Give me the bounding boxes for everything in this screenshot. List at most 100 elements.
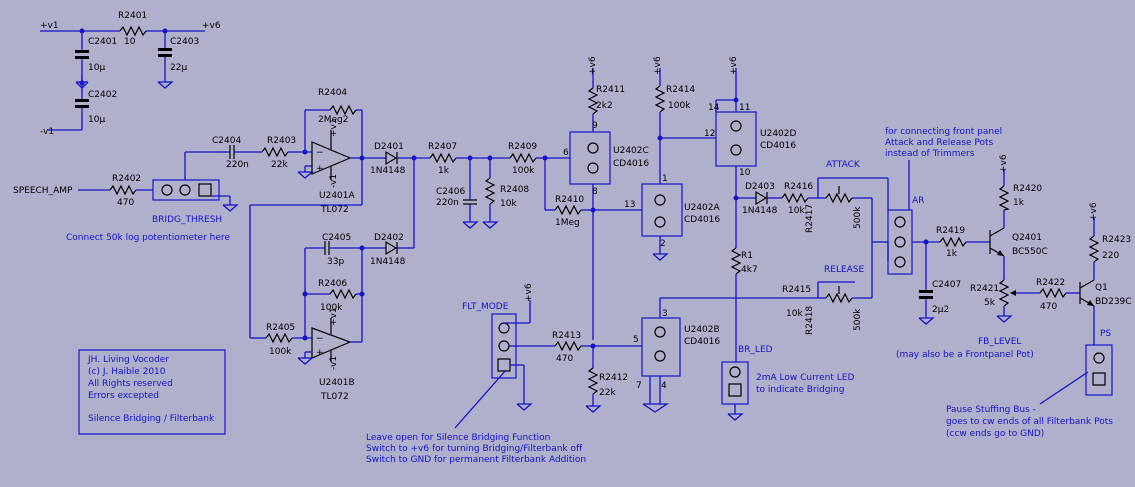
release-label: RELEASE [824,265,865,275]
r2414-label: R2414 [666,85,695,95]
r2403-label: R2403 [267,136,296,146]
r2412-value: 22k [599,388,616,398]
front-panel-note-line1: for connecting front panel [885,127,1002,137]
q1-type: BD239C [1095,297,1132,307]
u2401b-section: − + [249,155,417,365]
u2401a-type: TL072 [320,205,349,215]
c2406-label: C2406 [436,187,465,197]
title-line3: All Rights reserved [88,379,173,389]
d2402-label: D2402 [374,233,404,243]
u2401a-plus-supply: +v1 [329,118,339,137]
flt-note-line3: Switch to GND for permanent Filterbank A… [366,455,586,465]
r2404-value: 2Meg2 [318,115,348,125]
c2402-label: C2402 [88,90,117,100]
pin-2: 2 [660,239,666,249]
u2402a-switch [641,68,716,261]
pin-3: 3 [662,309,668,319]
title-block [78,349,226,435]
u2402a-type: CD4016 [684,215,720,225]
c2401-label: C2401 [88,37,117,47]
c2407-label: C2407 [932,280,961,290]
power-supply [40,25,205,131]
r2417-label: R2417 [805,204,815,233]
svg-text:−: − [316,148,324,158]
c2404-value: 220n [226,160,249,170]
q1-label: Q1 [1095,283,1108,293]
u2402c-label: U2402C [613,146,649,156]
r2416-label: R2416 [784,182,813,192]
r2418-label: R2418 [805,306,815,335]
pin-12: 12 [704,129,715,139]
attack-release-section [817,160,940,325]
c2401-value: 10µ [88,63,105,73]
r2401-value: 10 [124,37,136,47]
svg-text:+: + [316,348,324,358]
c2406-value: 220n [436,198,459,208]
title-line6: Silence Bridging / Filterbank [88,414,215,424]
svg-text:−: − [316,334,324,344]
u2401b-type: TL072 [320,392,349,402]
title-line2: (c) J. Haible 2010 [88,367,166,377]
c2405-label: C2405 [322,233,351,243]
u2401a-label: U2401A [319,191,355,201]
pin-6: 6 [563,148,569,158]
r2407-value: 1k [438,166,450,176]
u2402c-type: CD4016 [613,159,649,169]
r2412-label: R2412 [599,373,628,383]
flt-note-arrow [454,369,507,429]
u2402d-type: CD4016 [760,141,796,151]
envelope-filter [429,152,593,229]
r2407-label: R2407 [428,142,457,152]
pause-note-line3: (ccw ends go to GND) [946,429,1044,439]
r2403-value: 22k [271,160,288,170]
r2411-value: 2k2 [596,101,613,111]
q2401-supply: +v6 [999,154,1009,173]
u2402d-supply: +v6 [729,56,739,75]
c2402-value: 10µ [88,115,105,125]
pause-note-arrow [1039,371,1089,405]
fb-level-label: FB_LEVEL [978,337,1021,347]
u2402d-switch [715,68,818,362]
r2423-label: R2423 [1102,235,1131,245]
pin-5: 5 [633,335,639,345]
u2402c-supply: +v6 [588,56,598,75]
r2422-value: 470 [1040,302,1057,312]
ps-label: PS [1100,329,1111,339]
r2414-supply: +v6 [653,56,663,75]
r2419-label: R2419 [936,226,965,236]
fb-level-note: (may also be a Frontpanel Pot) [896,350,1034,360]
d2401-value: 1N4148 [370,166,406,176]
pin-4: 4 [661,381,667,391]
d2401-diode [359,150,430,166]
input-section [78,151,239,212]
front-panel-note-line2: Attack and Release Pots [885,138,994,148]
c2403-label: C2403 [170,37,199,47]
v1-neg-label: -v1 [40,127,54,137]
output-buffer [939,170,1113,396]
c2407-value: 2µ2 [932,305,949,315]
flt-mode-section [491,297,818,413]
u2401a-opamp: − + [311,130,362,180]
r2422-label: R2422 [1036,278,1065,288]
r2406-value: 100k [320,303,343,313]
flt-note-line2: Switch to +v6 for turning Bridging/Filte… [366,444,583,454]
d2401-label: D2401 [374,142,404,152]
r2406-label: R2406 [318,279,347,289]
r2415-value: 10k [786,309,803,319]
pin-1: 1 [662,174,668,184]
u2402a-label: U2402A [684,203,720,213]
d2403-label: D2403 [745,182,775,192]
u2401b-minus-supply: -v1 [329,356,339,370]
u2401a-minus-supply: -v1 [329,174,339,188]
connect-pot-note: Connect 50k log potentiometer here [66,233,230,243]
q2401-label: Q2401 [1012,233,1042,243]
r2410-value: 1Meg [555,218,580,228]
pin-8: 8 [592,187,598,197]
r2411-label: R2411 [596,85,625,95]
r2420-value: 1k [1013,198,1025,208]
r2423-value: 220 [1102,251,1119,261]
r2413-label: R2413 [552,331,581,341]
r2404-label: R2404 [318,88,347,98]
r2420-label: R2420 [1013,184,1042,194]
